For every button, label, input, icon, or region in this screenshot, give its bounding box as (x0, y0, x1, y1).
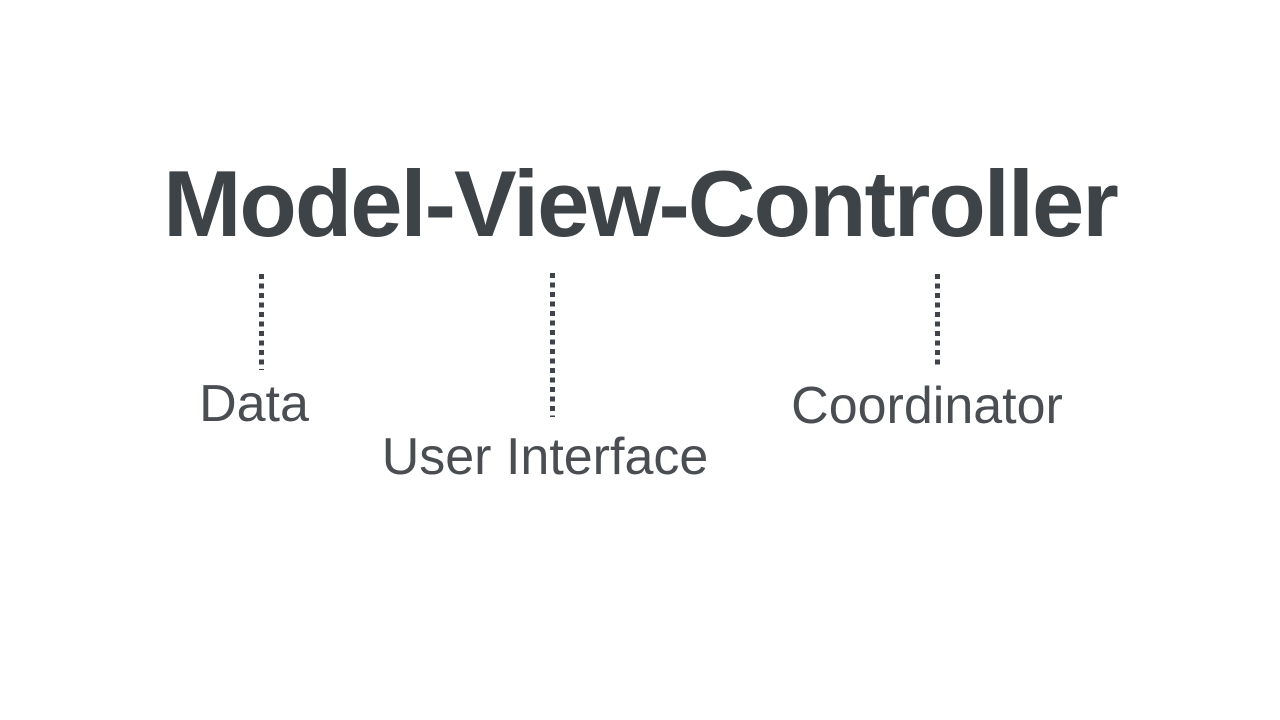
label-view-user-interface: User Interface (381, 428, 709, 486)
label-model-data: Data (199, 375, 309, 433)
connector-line-view-user-interface (550, 273, 555, 417)
diagram-title: Model-View-Controller (163, 151, 1119, 256)
label-controller-coordinator: Coordinator (791, 377, 1063, 435)
connector-line-controller-coordinator (935, 274, 940, 368)
connector-line-model-data (259, 274, 264, 370)
